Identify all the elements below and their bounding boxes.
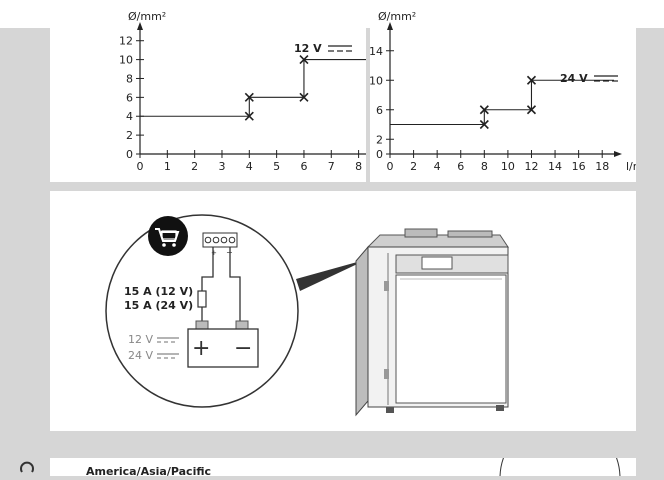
data-marker-x [479,119,489,130]
data-marker-x [244,92,254,102]
x-tick-label: 6 [300,160,307,173]
x-axis-arrow [614,151,622,157]
y-tick-label: 10 [119,54,133,67]
series-line [140,59,375,117]
data-marker-x [244,111,254,121]
voltage-24v-label: 24 V [128,349,153,362]
x-tick-label: 0 [387,160,394,173]
y-axis-label: Ø/mm² [378,10,416,23]
x-tick-label: 12 [524,160,538,173]
y-tick-label: 12 [119,35,133,48]
x-tick-label: 6 [457,160,464,173]
reset-icon [18,460,36,476]
battery-minus-sign: − [234,336,252,361]
wiring-diagram: + − 15 A (12 V) 15 A (24 V) + − 12 V 24 … [105,214,509,417]
y-tick-label: 2 [376,133,383,146]
chart-24v: Ø/mm² l/m 0 2 4 6 8 10 12 14 16 18 0 2 6 10 14 24 V [369,10,643,173]
fuse-icon [197,290,207,308]
voltage-label: 24 V [560,72,588,85]
terminal-block [202,232,238,248]
voltage-12v-label: 12 V [128,333,153,346]
battery-plus-sign: + [192,336,210,361]
x-tick-label: 4 [434,160,441,173]
y-axis-label: Ø/mm² [128,10,166,23]
wiring-diagram-panel: + − 15 A (12 V) 15 A (24 V) + − 12 V 24 … [50,191,636,431]
chart-24v-panel: Ø/mm² l/m 0 2 4 6 8 10 12 14 16 18 0 2 6 10 14 24 V [369,0,643,182]
x-tick-label: 16 [572,160,586,173]
x-tick-label: 8 [355,160,362,173]
detail-pointer-wedge [296,259,368,291]
x-tick-label: 4 [246,160,253,173]
series-line [390,79,614,126]
data-marker-x [299,55,309,65]
x-tick-label: 10 [501,160,515,173]
y-tick-label: 4 [126,110,133,123]
data-marker-x [526,105,537,115]
negative-wire [229,247,241,323]
x-tick-label: 18 [595,160,609,173]
y-tick-label: 14 [370,45,383,58]
partial-circle [499,417,621,479]
x-tick-label: 2 [410,160,417,173]
y-tick-label: 0 [376,148,383,161]
data-marker-x [299,92,309,102]
fuse-rating-24v: 15 A (24 V) [124,299,193,312]
battery-icon [187,320,259,368]
y-tick-label: 6 [126,91,133,104]
y-axis-arrow [387,22,393,30]
x-tick-label: 7 [328,160,335,173]
x-tick-label: 8 [481,160,488,173]
y-axis-arrow [137,22,143,30]
shopping-cart-icon [148,216,188,256]
dc-symbol-icon [328,45,352,52]
region-section-title: America/Asia/Pacific [86,465,212,478]
dc-symbol-12v [157,337,179,343]
y-tick-label: 10 [370,74,383,87]
fuse-rating-12v: 15 A (12 V) [124,285,193,298]
x-tick-label: 14 [548,160,562,173]
voltage-label: 12 V [294,42,322,55]
data-marker-x [479,105,489,115]
x-tick-label: 2 [191,160,198,173]
terminal-plus-label: + [211,249,217,257]
refrigerator-illustration [355,228,509,417]
x-axis-label: l/m [626,160,636,173]
y-tick-label: 0 [126,148,133,161]
dc-symbol-icon [594,75,618,82]
data-marker-x [526,75,537,85]
y-tick-label: 2 [126,129,133,142]
x-tick-label: 0 [137,160,144,173]
x-tick-label: 3 [218,160,225,173]
y-tick-label: 8 [126,72,133,85]
x-tick-label: 5 [273,160,280,173]
dc-symbol-24v [157,353,179,359]
y-tick-label: 6 [376,104,383,117]
x-tick-label: 1 [164,160,171,173]
